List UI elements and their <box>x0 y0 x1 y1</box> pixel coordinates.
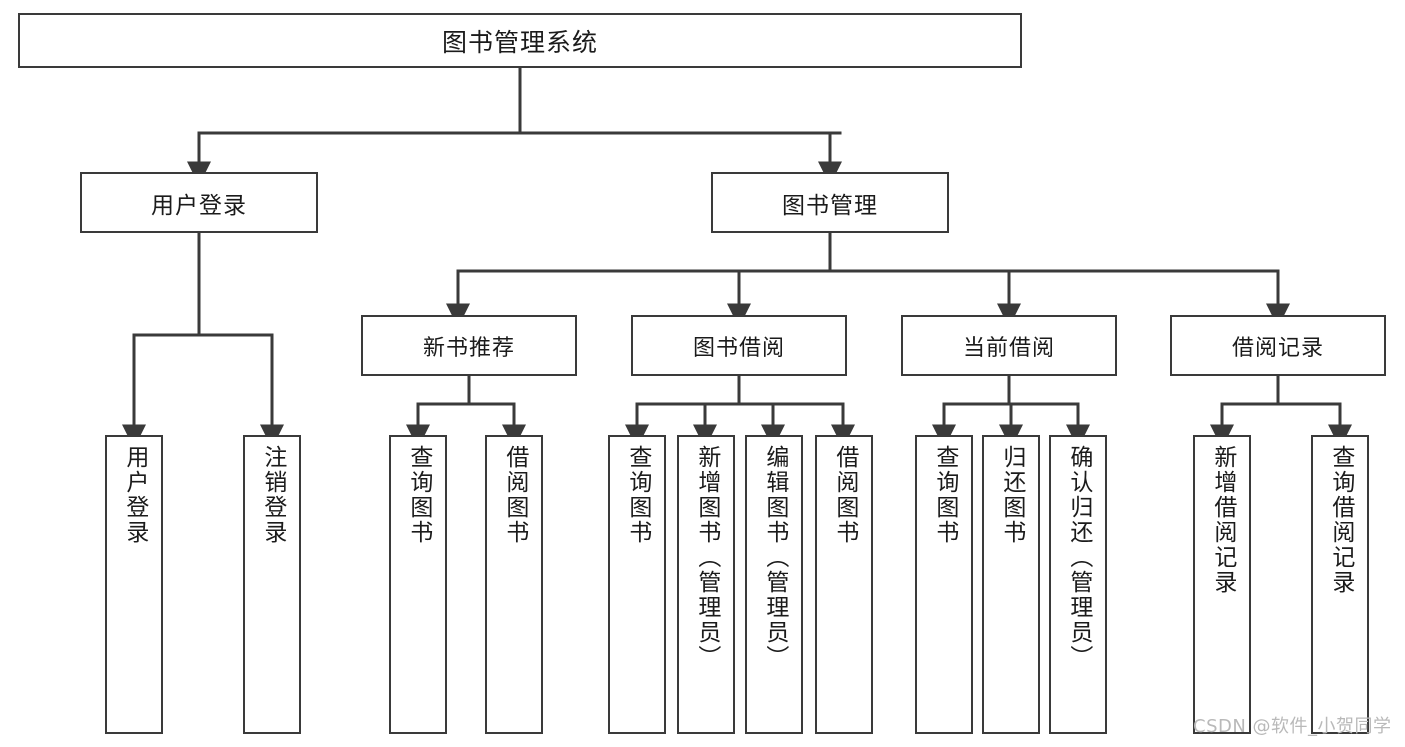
leaf-borrow-record-add[interactable]: 新增借阅记录 <box>1193 435 1251 734</box>
leaf-label: 注销登录 <box>259 445 286 545</box>
leaf-current-borrow-query[interactable]: 查询图书 <box>915 435 973 734</box>
leaf-label: 查询借阅记录 <box>1327 445 1354 595</box>
leaf-new-book-query[interactable]: 查询图书 <box>389 435 447 734</box>
leaf-current-borrow-return[interactable]: 归还图书 <box>982 435 1040 734</box>
leaf-book-borrow-add[interactable]: 新增图书（管理员） <box>677 435 735 734</box>
node-root-book-management-system[interactable]: 图书管理系统 <box>18 13 1022 68</box>
leaf-book-borrow-borrow[interactable]: 借阅图书 <box>815 435 873 734</box>
leaf-label: 查询图书 <box>405 445 432 545</box>
node-user-login-label: 用户登录 <box>151 192 247 219</box>
leaf-current-borrow-confirm-return[interactable]: 确认归还（管理员） <box>1049 435 1107 734</box>
node-new-book-recommend[interactable]: 新书推荐 <box>361 315 577 376</box>
leaf-new-book-borrow[interactable]: 借阅图书 <box>485 435 543 734</box>
leaf-label: 查询图书 <box>931 445 958 545</box>
node-book-management-label: 图书管理 <box>782 192 878 219</box>
leaf-label: 新增图书（管理员） <box>693 445 720 670</box>
node-book-borrow[interactable]: 图书借阅 <box>631 315 847 376</box>
node-current-borrow[interactable]: 当前借阅 <box>901 315 1117 376</box>
leaf-user-login-logout[interactable]: 注销登录 <box>243 435 301 734</box>
node-borrow-record-label: 借阅记录 <box>1231 335 1324 361</box>
leaf-label: 用户登录 <box>121 445 148 545</box>
leaf-label: 借阅图书 <box>831 445 858 545</box>
leaf-book-borrow-edit[interactable]: 编辑图书（管理员） <box>745 435 803 734</box>
leaf-label: 查询图书 <box>624 445 651 545</box>
node-root-label: 图书管理系统 <box>441 27 598 57</box>
node-book-borrow-label: 图书借阅 <box>692 335 785 361</box>
node-book-management[interactable]: 图书管理 <box>711 172 949 233</box>
node-user-login[interactable]: 用户登录 <box>80 172 318 233</box>
leaf-label: 编辑图书（管理员） <box>761 445 788 670</box>
node-new-book-recommend-label: 新书推荐 <box>422 335 515 361</box>
leaf-borrow-record-query[interactable]: 查询借阅记录 <box>1311 435 1369 734</box>
leaf-book-borrow-query[interactable]: 查询图书 <box>608 435 666 734</box>
leaf-label: 归还图书 <box>998 445 1025 545</box>
leaf-user-login-login[interactable]: 用户登录 <box>105 435 163 734</box>
leaf-label: 新增借阅记录 <box>1209 445 1236 595</box>
leaf-label: 确认归还（管理员） <box>1065 445 1092 670</box>
node-borrow-record[interactable]: 借阅记录 <box>1170 315 1386 376</box>
node-current-borrow-label: 当前借阅 <box>962 335 1055 361</box>
leaf-label: 借阅图书 <box>501 445 528 545</box>
